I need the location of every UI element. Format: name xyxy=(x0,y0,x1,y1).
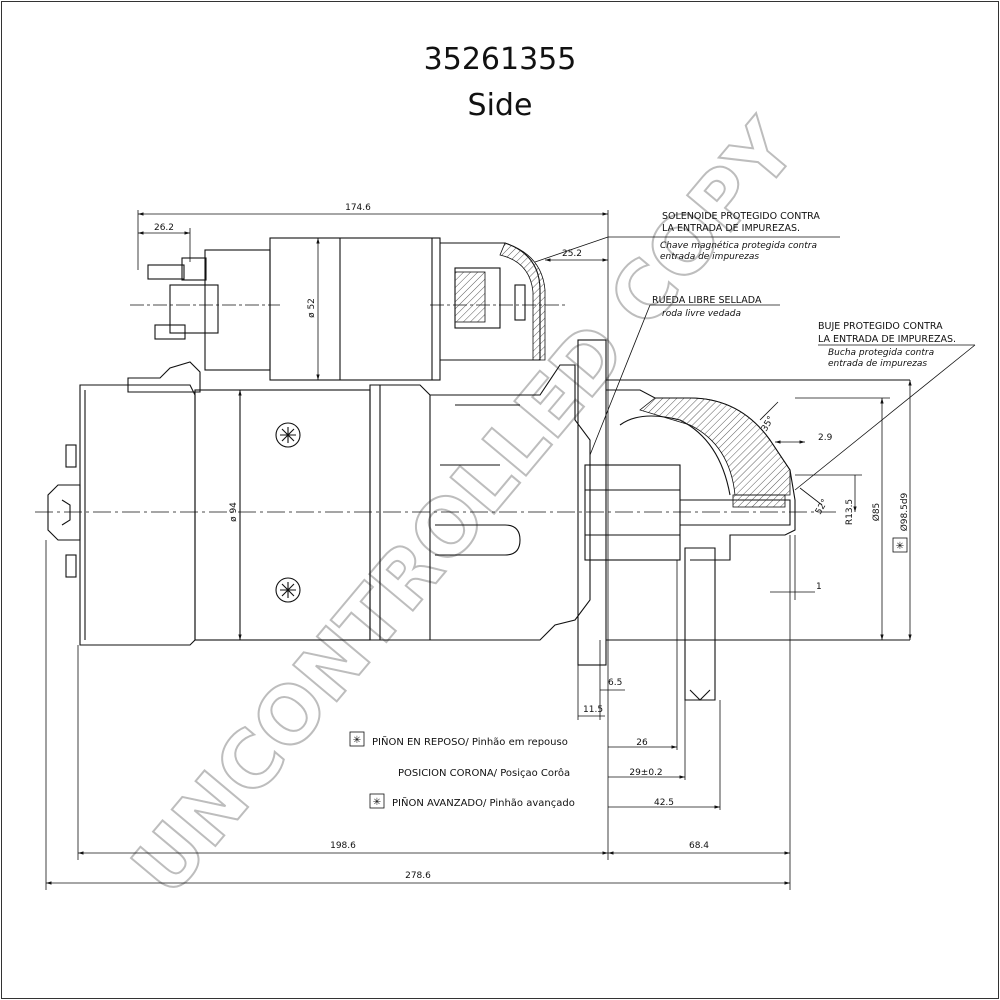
note-wheel-es: RUEDA LIBRE SELLADA xyxy=(652,295,762,306)
note-solenoid-es-1: SOLENOIDE PROTEGIDO CONTRA xyxy=(662,211,820,222)
pinion-table: ✳ PIÑON EN REPOSO/ Pinhão em repouso 26 … xyxy=(349,537,908,809)
dim-flange-65: 6.5 xyxy=(608,678,622,688)
dim-total-length: 278.6 xyxy=(405,871,431,881)
dim-diameter-pilot: Ø98.5d9 xyxy=(899,492,910,531)
pinion-advanced-value: 42.5 xyxy=(654,798,674,808)
note-solenoid-pt-1: Chave magnética protegida contra xyxy=(660,240,817,251)
hatched-sections xyxy=(454,242,791,508)
note-bushing-es-2: LA ENTRADA DE IMPUREZAS. xyxy=(818,334,956,345)
dim-flange-to-nose: 25.2 xyxy=(562,249,582,259)
part-number-title: 35261355 xyxy=(423,42,577,77)
pinion-rest-label: PIÑON EN REPOSO/ Pinhão em repouso xyxy=(372,735,568,748)
dim-nose-step: 2.9 xyxy=(818,433,833,443)
note-bushing-pt-1: Bucha protegida contra xyxy=(828,348,934,358)
dim-flange-115: 11.5 xyxy=(583,705,603,715)
star-box-advanced xyxy=(369,793,385,809)
starter-outline xyxy=(35,237,910,701)
note-bushing-es-1: BUJE PROTEGIDO CONTRA xyxy=(818,321,943,332)
star-icon: ✳ xyxy=(896,541,904,552)
pinion-ring-label: POSICION CORONA/ Posiçao Corôa xyxy=(398,767,570,779)
dim-front-length: 68.4 xyxy=(689,841,709,851)
pinion-rest-value: 26 xyxy=(636,738,648,748)
dim-solenoid-diameter: ø 52 xyxy=(307,298,317,318)
dim-gap: 1 xyxy=(816,582,822,592)
dim-overall-top: 174.6 xyxy=(345,203,371,213)
pinion-ring-value: 29±0.2 xyxy=(629,768,662,778)
star-icon: ✳ xyxy=(373,797,381,808)
star-icon: ✳ xyxy=(353,735,361,746)
dim-terminal-offset: 26.2 xyxy=(154,223,174,233)
star-box-rest xyxy=(349,731,365,747)
dimension-lines xyxy=(45,210,976,890)
note-wheel-pt: roda livre vedada xyxy=(662,309,741,319)
dim-radius: R13.5 xyxy=(845,499,855,525)
note-solenoid-es-2: LA ENTRADA DE IMPUREZAS. xyxy=(662,223,800,234)
pinion-advanced-label: PIÑON AVANZADO/ Pinhão avançado xyxy=(392,796,575,809)
note-bushing-pt-2: entrada de impurezas xyxy=(828,359,927,369)
star-box-pilot xyxy=(892,537,908,553)
view-title: Side xyxy=(467,88,533,123)
dim-motor-diameter: ø 94 xyxy=(229,502,239,522)
note-solenoid-pt-2: entrada de impurezas xyxy=(660,252,759,262)
dim-diameter-85: Ø85 xyxy=(871,503,882,522)
dim-body-length: 198.6 xyxy=(330,841,356,851)
